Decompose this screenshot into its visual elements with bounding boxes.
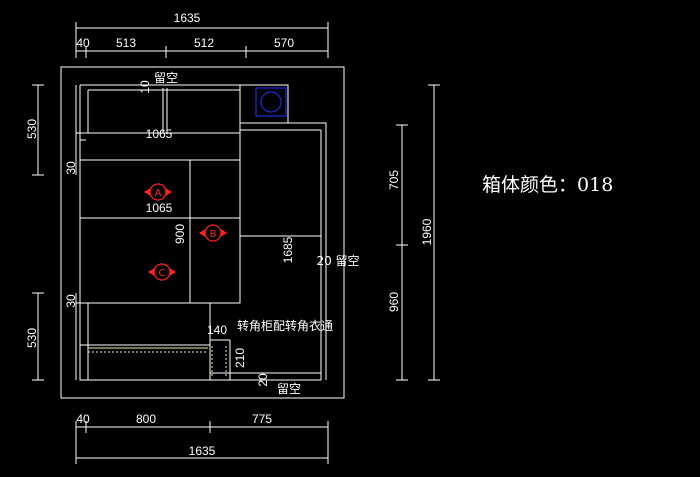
section-marker-letter: C bbox=[159, 268, 166, 279]
gap-top-label: 留空 bbox=[154, 71, 178, 85]
inner-210-dim: 210 bbox=[233, 348, 247, 368]
right-705-dim: 705 bbox=[387, 170, 401, 190]
gap-bottom-label: 留空 bbox=[277, 382, 301, 396]
right-1960-dim: 1960 bbox=[420, 218, 434, 245]
bottom-40-dim: 40 bbox=[76, 412, 90, 426]
top-40-dim: 40 bbox=[76, 36, 90, 50]
cabinet-color-title: 箱体颜色：018 bbox=[482, 170, 613, 197]
corner-note-label: 转角柜配转角衣通 bbox=[237, 318, 333, 333]
section-marker-letter: B bbox=[210, 229, 217, 240]
left-30-bot-dim: 30 bbox=[64, 294, 78, 308]
inner-1065-b-dim: 1065 bbox=[146, 201, 173, 215]
inner-1685-dim: 1685 bbox=[281, 236, 295, 263]
cabinet-color-code: 018 bbox=[577, 174, 614, 196]
left-530-top-dim: 530 bbox=[25, 119, 39, 139]
top-total-dim: 1635 bbox=[174, 11, 201, 25]
inner-10-dim: 10 bbox=[138, 80, 152, 94]
right-cabinet bbox=[239, 122, 327, 380]
section-marker-a: A bbox=[143, 183, 173, 201]
section-marker-b: B bbox=[198, 224, 228, 242]
inner-900-dim: 900 bbox=[173, 224, 187, 244]
bottom-total-dim: 1635 bbox=[189, 444, 216, 458]
top-513-dim: 513 bbox=[116, 36, 136, 50]
bottom-800-dim: 800 bbox=[136, 412, 156, 426]
section-marker-c: C bbox=[147, 263, 177, 281]
top-512-dim: 512 bbox=[194, 36, 214, 50]
top-570-dim: 570 bbox=[274, 36, 294, 50]
section-marker-letter: A bbox=[155, 188, 162, 199]
room-outline bbox=[60, 66, 345, 399]
cabinet-color-label: 箱体颜色： bbox=[482, 174, 578, 196]
inner-1065-a-dim: 1065 bbox=[146, 127, 173, 141]
gap-right-label: 20 留空 bbox=[316, 254, 359, 268]
left-30-top-dim: 30 bbox=[64, 161, 78, 175]
inner-140-dim: 140 bbox=[207, 323, 227, 337]
inner-20-bottom-dim: 20 bbox=[256, 373, 270, 387]
left-530-bot-dim: 530 bbox=[25, 328, 39, 348]
bottom-775-dim: 775 bbox=[252, 412, 272, 426]
sink-fixture-icon bbox=[255, 87, 287, 117]
right-960-dim: 960 bbox=[387, 292, 401, 312]
bottom-cabinet bbox=[79, 302, 211, 381]
top-cabinet bbox=[79, 84, 241, 134]
